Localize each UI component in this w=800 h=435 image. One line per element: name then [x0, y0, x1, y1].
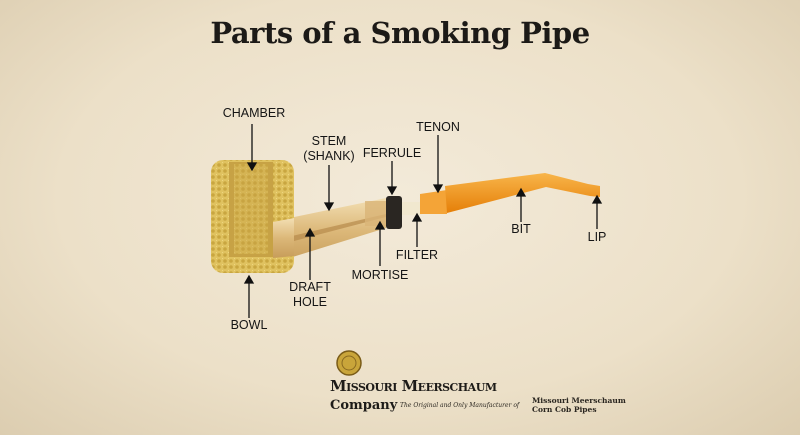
- filter: [402, 202, 422, 215]
- label-ferrule: FERRULE: [362, 146, 422, 160]
- diagram-title: Parts of a Smoking Pipe: [210, 16, 590, 50]
- label-stem: STEM (SHANK): [303, 134, 354, 164]
- label-bit: BIT: [511, 222, 531, 236]
- label-draft-line1: DRAFT: [289, 280, 331, 294]
- mortise: [365, 201, 386, 226]
- logo-product-line2: Corn Cob Pipes: [532, 405, 597, 414]
- tenon: [420, 190, 447, 214]
- logo-tagline: The Original and Only Manufacturer of: [400, 402, 520, 409]
- draft-hole: [275, 214, 386, 246]
- label-stem-line1: STEM: [311, 134, 347, 148]
- label-filter: FILTER: [395, 248, 439, 262]
- label-bowl: BOWL: [230, 318, 268, 332]
- ferrule: [386, 196, 402, 229]
- label-mortise: MORTISE: [351, 268, 409, 282]
- logo-products: Missouri Meerschaum Corn Cob Pipes: [532, 396, 626, 414]
- label-draft-line2: HOLE: [292, 295, 328, 309]
- logo-product-line1: Missouri Meerschaum: [532, 396, 626, 405]
- logo-company: Company: [330, 398, 398, 413]
- label-chamber: CHAMBER: [222, 106, 286, 120]
- label-stem-line2: (SHANK): [303, 149, 355, 163]
- logo-name: Missouri Meerschaum: [330, 377, 497, 395]
- label-lip: LIP: [587, 230, 607, 244]
- logo-seal: [336, 350, 362, 376]
- pointer-arrows: [243, 124, 603, 318]
- label-draft-hole: DRAFT HOLE: [289, 280, 331, 310]
- label-tenon: TENON: [416, 120, 460, 134]
